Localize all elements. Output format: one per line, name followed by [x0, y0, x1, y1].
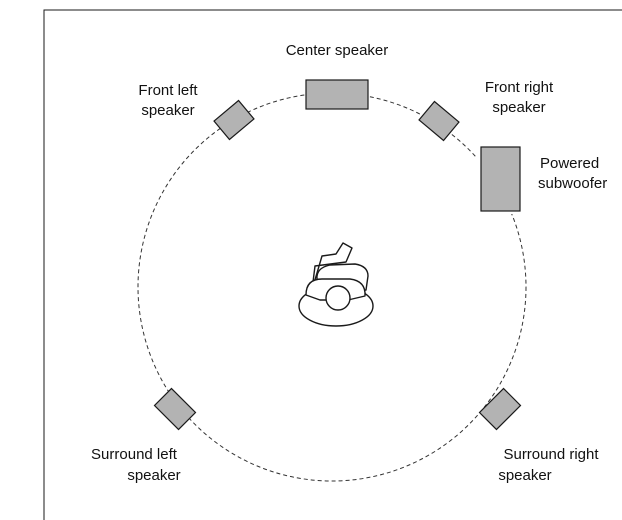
powered-subwoofer [480, 146, 521, 212]
surround-right-label-line1: Surround right [503, 446, 599, 463]
front-left-label-line2: speaker [141, 102, 194, 119]
center-speaker [305, 79, 369, 110]
diagram-frame [43, 9, 622, 520]
front-left-speaker [213, 99, 255, 141]
surround-right-speaker [478, 387, 522, 431]
front-right-speaker [418, 100, 460, 142]
front-right-label-line1: Front right [485, 79, 554, 96]
center-speaker-label: Center speaker [286, 42, 389, 59]
surround-left-label-line2: speaker [127, 467, 180, 484]
surround-right-label-line2: speaker [498, 467, 551, 484]
surround-left-label-line1: Surround left [91, 446, 178, 463]
subwoofer-label-line1: Powered [540, 155, 599, 172]
front-left-label-line1: Front left [138, 82, 198, 99]
listener-icon [298, 242, 374, 327]
front-right-label-line2: speaker [492, 99, 545, 116]
surround-left-speaker [153, 387, 197, 431]
subwoofer-label-line2: subwoofer [538, 175, 607, 192]
